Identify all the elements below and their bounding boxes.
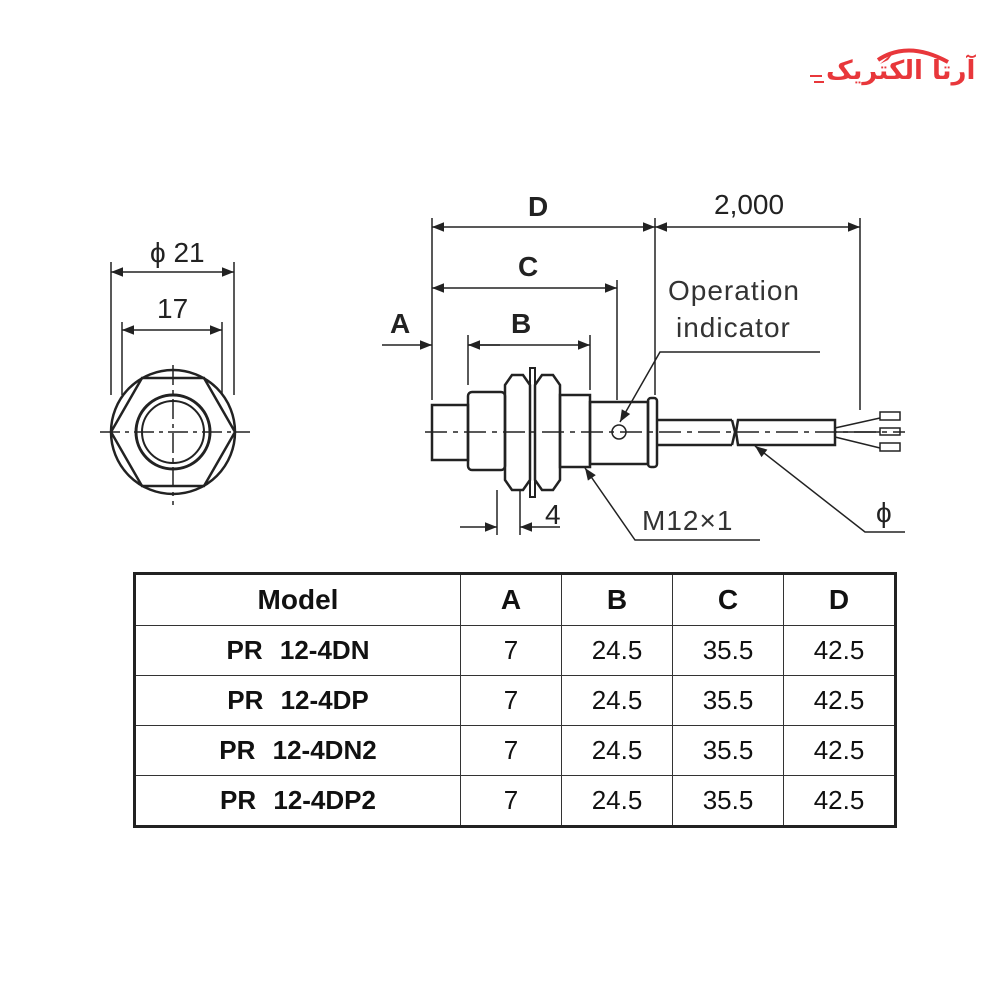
cell-d: 42.5	[783, 625, 896, 676]
table-row: PR 12-4DN2 7 24.5 35.5 42.5	[134, 725, 896, 776]
cell-d: 42.5	[783, 775, 896, 827]
cell-b: 24.5	[561, 675, 673, 726]
outer-diameter-label: ϕ 21	[150, 237, 205, 268]
header-d: D	[783, 573, 896, 626]
cell-a: 7	[460, 675, 562, 726]
header-a: A	[460, 573, 562, 626]
dimensions-table: Model A B C D PR 12-4DN 7 24.5 35.5 42.5…	[133, 572, 897, 828]
operation-indicator-label-2: indicator	[676, 312, 791, 343]
cell-c: 35.5	[672, 775, 784, 827]
dim-b-label: B	[511, 308, 531, 339]
cell-model: PR 12-4DP2	[134, 775, 461, 827]
cell-b: 24.5	[561, 625, 673, 676]
cell-c: 35.5	[672, 675, 784, 726]
cell-model: PR 12-4DN	[134, 625, 461, 676]
dim-c-label: C	[518, 251, 538, 282]
table-row: PR 12-4DP 7 24.5 35.5 42.5	[134, 675, 896, 726]
nut-thickness-label: 4	[545, 499, 561, 530]
cell-a: 7	[460, 775, 562, 827]
cable-diameter-label: ϕ	[876, 497, 892, 528]
cell-a: 7	[460, 725, 562, 776]
brand-logo: آرتا الکتریک	[808, 42, 975, 92]
cell-d: 42.5	[783, 675, 896, 726]
header-b: B	[561, 573, 673, 626]
dim-a-label: A	[390, 308, 410, 339]
cell-b: 24.5	[561, 725, 673, 776]
cable-length-label: 2,000	[714, 189, 784, 220]
cell-b: 24.5	[561, 775, 673, 827]
table-row: PR 12-4DN 7 24.5 35.5 42.5	[134, 625, 896, 676]
operation-indicator-label: Operation	[668, 275, 800, 306]
cell-c: 35.5	[672, 725, 784, 776]
dimension-lines	[382, 218, 905, 541]
logo-swoosh-icon	[810, 48, 949, 83]
side-view	[425, 367, 905, 498]
header-c: C	[672, 573, 784, 626]
header-model: Model	[134, 573, 461, 626]
cell-model: PR 12-4DN2	[134, 725, 461, 776]
table-row: PR 12-4DP2 7 24.5 35.5 42.5	[134, 775, 896, 827]
across-flats-label: 17	[157, 293, 188, 324]
dim-d-label: D	[528, 191, 548, 222]
cell-a: 7	[460, 625, 562, 676]
cell-model: PR 12-4DP	[134, 675, 461, 726]
table-header-row: Model A B C D	[134, 573, 896, 626]
cell-d: 42.5	[783, 725, 896, 776]
logo-text: آرتا الکتریک	[826, 56, 976, 86]
cell-c: 35.5	[672, 625, 784, 676]
thread-label: M12×1	[642, 505, 733, 536]
front-view	[100, 262, 250, 505]
